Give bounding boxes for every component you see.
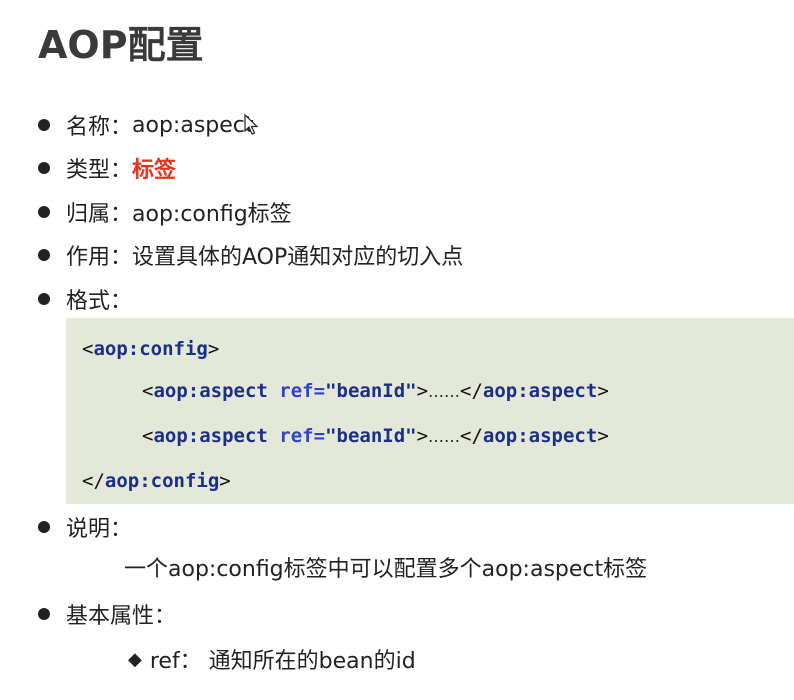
bullet-dot-icon xyxy=(38,119,50,131)
code-tag: aop:config xyxy=(104,470,220,492)
code-bracket: > xyxy=(219,470,231,492)
bullet-label: 作用： xyxy=(66,245,133,270)
bullet-dot-icon xyxy=(38,608,50,620)
bullet-belongs: 归属： aop:config标签 xyxy=(38,196,292,228)
bullet-dot-icon xyxy=(38,293,50,305)
code-ellipsis: …… xyxy=(428,382,461,401)
code-block: <aop:config> <aop:aspect ref="beanId">……… xyxy=(66,318,794,504)
code-bracket: < xyxy=(142,425,154,447)
slide-title: AOP配置 xyxy=(38,23,204,67)
code-attr: ref= xyxy=(279,380,326,402)
code-line-aspect-1: <aop:aspect ref="beanId">……</aop:aspect> xyxy=(142,380,609,402)
code-bracket: > xyxy=(416,380,429,402)
bullet-description: 说明： xyxy=(38,511,132,543)
mouse-cursor-icon xyxy=(243,114,258,135)
code-bracket: < xyxy=(82,338,94,360)
bullet-name: 名称： aop:aspect xyxy=(38,109,258,141)
bullet-label: 基本属性： xyxy=(66,604,177,629)
bullet-type: 类型： 标签 xyxy=(38,152,176,184)
code-line-config-close: </aop:config> xyxy=(82,470,231,492)
code-attr: ref= xyxy=(279,425,326,447)
code-tag: aop:aspect xyxy=(482,425,598,447)
attribute-item-ref: ◆ ref： 通知所在的bean的id xyxy=(128,643,416,675)
attribute-text: ref： 通知所在的bean的id xyxy=(149,649,416,674)
code-tag: aop:aspect xyxy=(153,380,268,402)
bullet-label: 归属： xyxy=(66,202,133,227)
bullet-value: 设置具体的AOP通知对应的切入点 xyxy=(132,245,464,270)
code-tag: aop:aspect xyxy=(153,425,268,447)
bullet-value-highlight: 标签 xyxy=(132,158,177,183)
bullet-label: 说明： xyxy=(66,517,133,542)
bullet-label: 格式： xyxy=(66,289,133,314)
code-tag: aop:config xyxy=(93,338,208,360)
diamond-icon: ◆ xyxy=(128,648,142,670)
code-value: "beanId" xyxy=(325,380,417,402)
code-bracket: > xyxy=(597,425,609,447)
code-bracket: > xyxy=(597,380,609,402)
code-bracket: > xyxy=(416,425,429,447)
code-value: "beanId" xyxy=(325,425,417,447)
description-text: 一个aop:config标签中可以配置多个aop:aspect标签 xyxy=(124,557,648,582)
bullet-attributes: 基本属性： xyxy=(38,598,176,630)
code-tag: aop:aspect xyxy=(482,380,598,402)
code-bracket: < xyxy=(142,380,154,402)
code-line-aspect-2: <aop:aspect ref="beanId">……</aop:aspect> xyxy=(142,425,609,447)
code-ellipsis: …… xyxy=(428,427,461,446)
code-bracket: </ xyxy=(460,380,483,402)
bullet-dot-icon xyxy=(38,162,50,174)
bullet-dot-icon xyxy=(38,206,50,218)
bullet-value: aop:config标签 xyxy=(132,202,292,227)
code-bracket: </ xyxy=(460,425,483,447)
bullet-purpose: 作用： 设置具体的AOP通知对应的切入点 xyxy=(38,239,463,271)
code-line-config-open: <aop:config> xyxy=(82,338,219,360)
bullet-dot-icon xyxy=(38,249,50,261)
bullet-value: aop:aspect xyxy=(132,112,254,138)
bullet-label: 名称： xyxy=(66,115,133,140)
code-bracket: > xyxy=(207,338,220,360)
bullet-dot-icon xyxy=(38,521,50,533)
code-bracket: </ xyxy=(82,470,105,492)
bullet-label: 类型： xyxy=(66,158,133,183)
bullet-format: 格式： xyxy=(38,283,132,315)
